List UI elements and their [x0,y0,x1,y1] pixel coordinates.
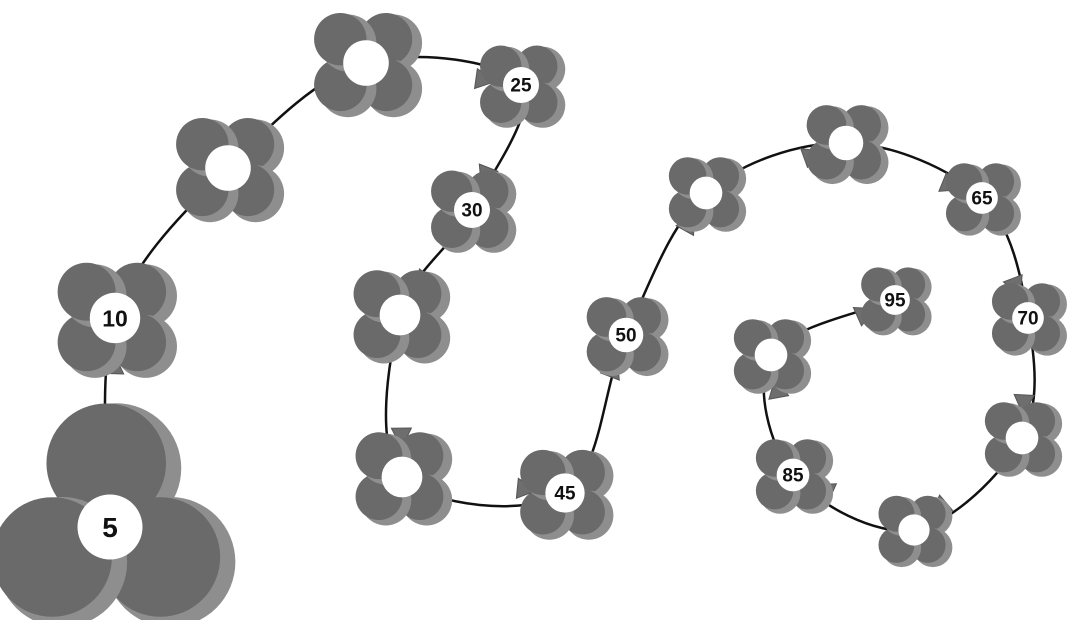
flower-number-label: 5 [102,512,118,543]
flower-center [776,458,810,492]
flower [733,319,812,394]
flower-center [545,473,585,513]
flower-number-label: 50 [615,325,636,346]
flower-number-label: 85 [782,465,804,486]
flower-center [828,125,864,161]
flower-center [898,514,930,546]
flower: 70 [991,283,1067,356]
flower-center [381,456,423,498]
flower-center [966,182,998,214]
flower [314,12,423,118]
flower-number-label: 10 [102,305,128,331]
flower-center [1012,302,1044,334]
flower: 25 [480,45,566,128]
flower: 50 [586,297,669,377]
flower: 45 [520,449,614,540]
flower [878,495,953,568]
flower: 85 [755,439,834,514]
flower-number-label: 95 [884,290,906,311]
flower-center [880,285,910,315]
flower-number-label: 70 [1017,308,1038,329]
flower-center [89,292,141,344]
flower-center [454,192,490,228]
flower-number-label: 65 [971,188,993,209]
petal [46,403,167,524]
flower-center [754,338,788,372]
flower: 5 [0,403,236,620]
flower [806,105,889,185]
flower-center [608,317,644,353]
flower: 65 [945,163,1021,236]
flower-number-label: 30 [461,200,482,221]
flower: 10 [57,262,177,378]
flower-center [689,176,723,210]
flower-number-label: 45 [554,484,576,505]
flowers: 5 10 25 30 45 50 65 70 85 95 [0,12,1067,620]
flower-center [77,494,143,560]
flower-number-label: 25 [510,75,532,96]
flower-center [503,67,539,103]
flower-center [343,40,389,86]
flower [984,402,1063,477]
flower-center [205,145,251,191]
flower: 30 [431,170,517,253]
flower [176,117,285,223]
flower [668,157,747,232]
flower: 95 [861,267,932,336]
flower-center [379,294,421,336]
flower-center [1005,421,1039,455]
flower [355,432,453,526]
flower [353,270,451,364]
